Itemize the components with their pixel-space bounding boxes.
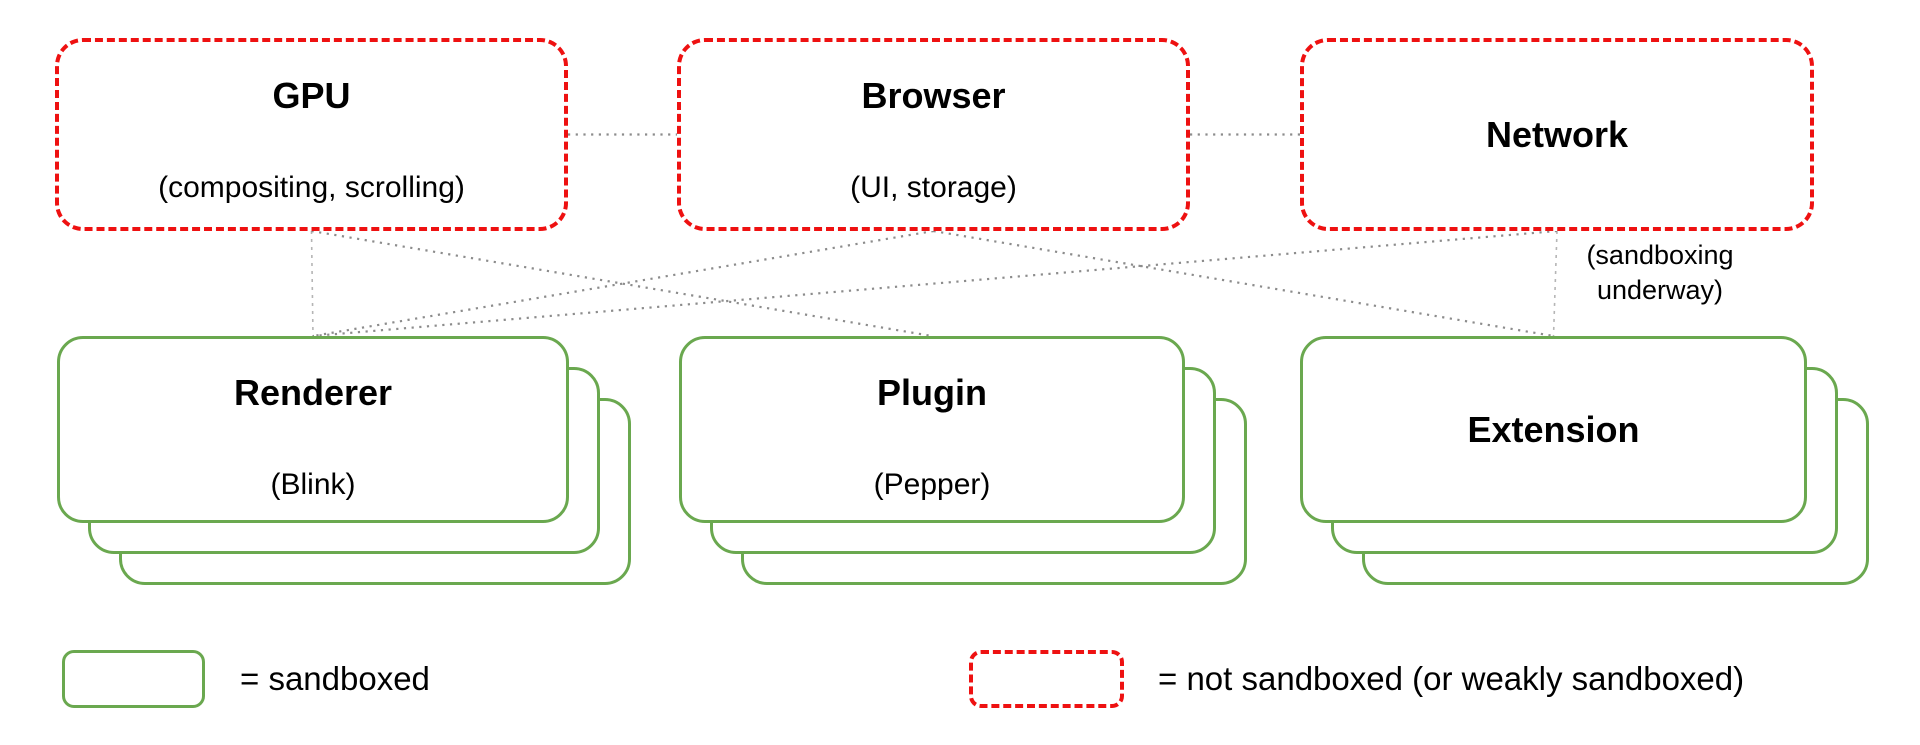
legend-not-sandboxed-label: = not sandboxed (or weakly sandboxed) — [1158, 660, 1745, 697]
plugin-title: Plugin — [877, 372, 987, 413]
legend-not-sandboxed-swatch — [969, 650, 1124, 708]
extension-title: Extension — [1467, 408, 1640, 450]
browser-subtitle: (UI, storage) — [850, 171, 1017, 204]
legend-sandboxed-swatch — [62, 650, 205, 708]
node-browser: Browser (UI, storage) — [677, 38, 1190, 231]
node-renderer-stack: Renderer (Blink) — [57, 336, 631, 585]
connector-browser-renderer — [312, 229, 934, 338]
renderer-title: Renderer — [233, 372, 393, 413]
node-renderer: Renderer (Blink) — [57, 336, 569, 523]
node-extension-stack: Extension — [1300, 336, 1869, 585]
network-title: Network — [1485, 113, 1629, 155]
connector-network-extension — [1552, 230, 1558, 337]
node-extension: Extension — [1300, 336, 1807, 523]
renderer-subtitle: (Blink) — [270, 468, 356, 501]
network-sandboxing-note-line2: underway) — [1596, 275, 1724, 305]
connector-gpu-renderer — [310, 230, 314, 337]
browser-title: Browser — [861, 75, 1006, 116]
plugin-subtitle: (Pepper) — [873, 468, 991, 501]
node-gpu: GPU (compositing, scrolling) — [55, 38, 568, 231]
node-network: Network — [1300, 38, 1814, 231]
legend-sandboxed-label: = sandboxed — [240, 660, 430, 697]
node-plugin-stack: Plugin (Pepper) — [679, 336, 1247, 585]
connector-gpu-plugin — [311, 229, 933, 338]
connector-network-renderer — [312, 229, 1558, 338]
connector-browser-extension — [933, 229, 1554, 338]
gpu-subtitle: (compositing, scrolling) — [158, 171, 465, 204]
node-plugin: Plugin (Pepper) — [679, 336, 1185, 523]
network-sandboxing-note-line1: (sandboxing — [1586, 240, 1734, 270]
network-sandboxing-note: (sandboxing underway) — [1510, 238, 1810, 308]
gpu-title: GPU — [272, 75, 351, 116]
